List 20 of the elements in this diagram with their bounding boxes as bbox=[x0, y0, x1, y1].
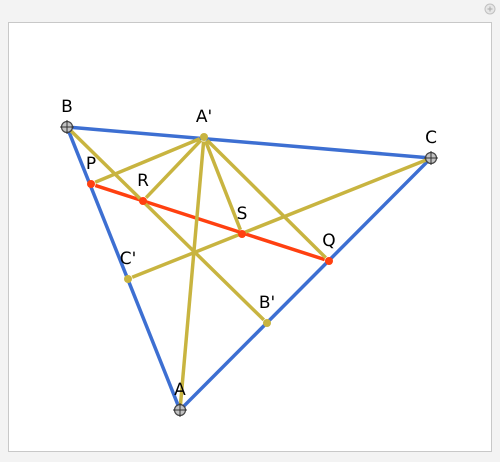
point-label: R bbox=[136, 171, 150, 191]
point-label: C' bbox=[118, 249, 138, 269]
line-segment bbox=[132, 158, 428, 279]
line-segment bbox=[94, 184, 326, 262]
point-label: S bbox=[236, 204, 248, 224]
point-label: B' bbox=[258, 293, 276, 313]
point-label: C bbox=[424, 128, 438, 148]
line-segment bbox=[71, 126, 427, 160]
point-label: A' bbox=[194, 107, 214, 127]
line-segment bbox=[67, 130, 180, 406]
line-segment bbox=[144, 139, 202, 199]
line-segment bbox=[206, 138, 328, 260]
line-segment bbox=[204, 140, 242, 230]
line-segment bbox=[182, 160, 430, 408]
line-segment bbox=[178, 141, 206, 406]
point-label: Q bbox=[321, 231, 337, 251]
point-label: B bbox=[60, 97, 74, 117]
line-segment bbox=[68, 128, 266, 322]
line-segment bbox=[94, 137, 200, 184]
point-label: P bbox=[84, 154, 98, 174]
